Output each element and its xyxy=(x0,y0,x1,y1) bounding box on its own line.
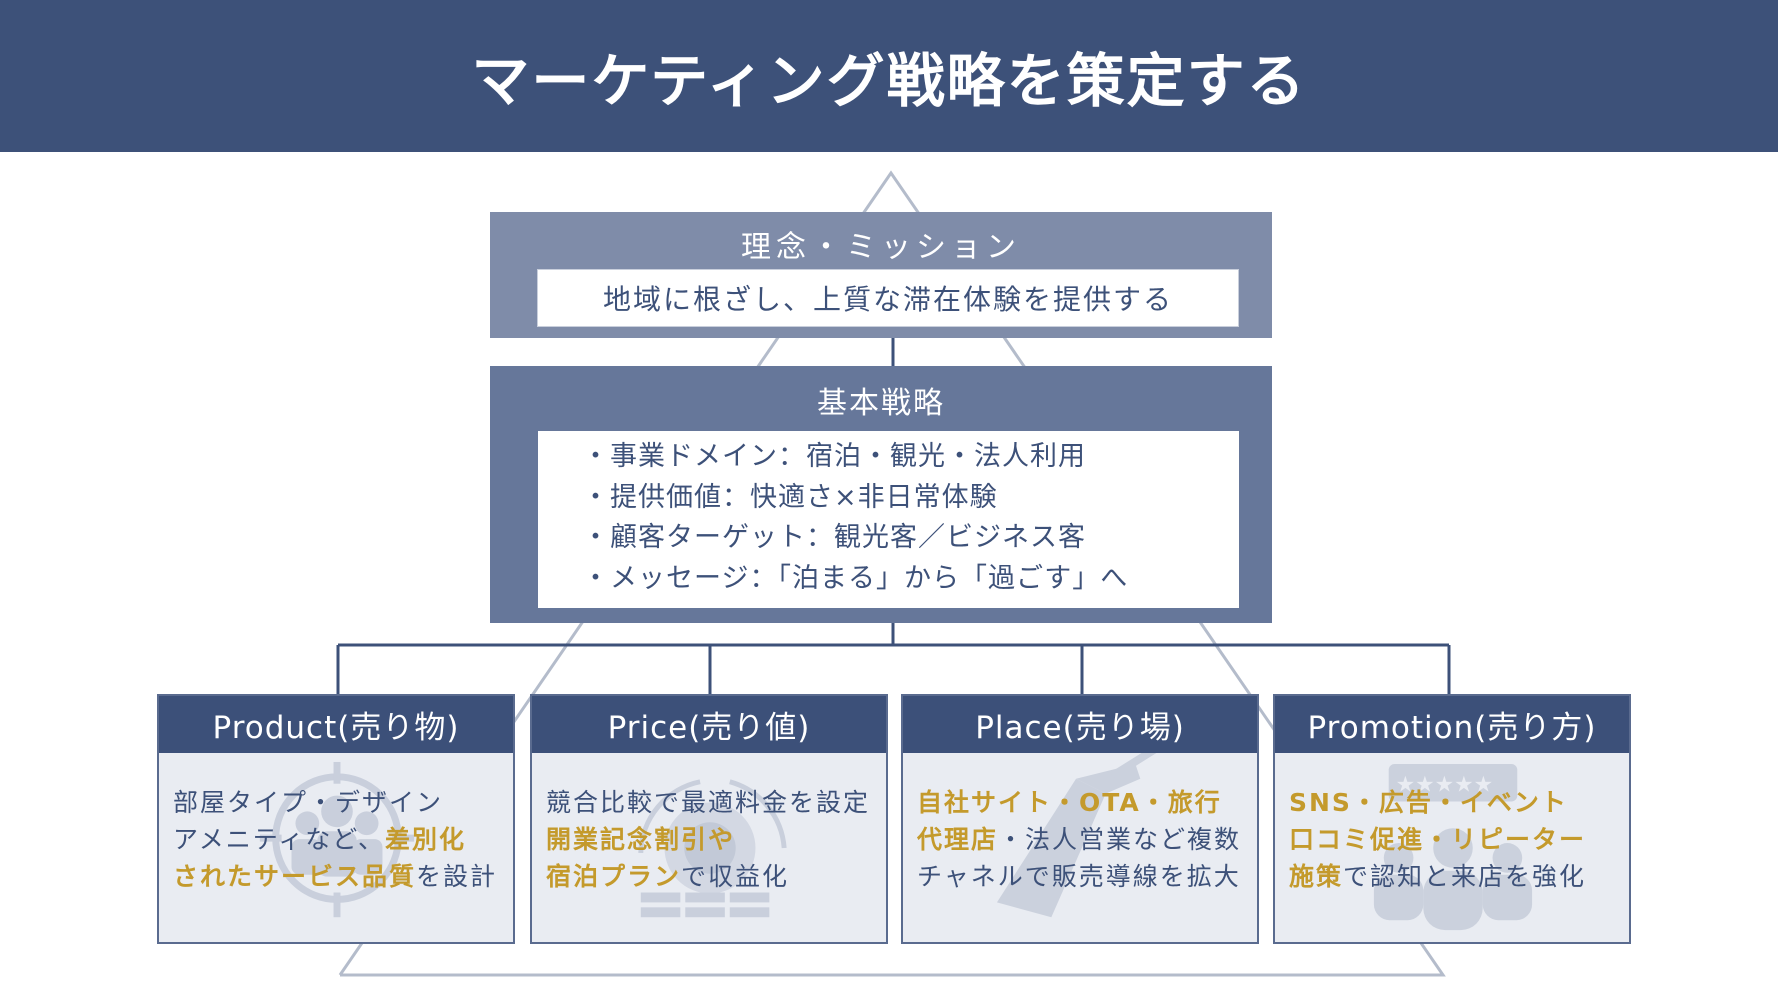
svg-text:★★★★★: ★★★★★ xyxy=(1396,773,1494,798)
strategy-item-target: ・顧客ターゲット：観光客／ビジネス客 xyxy=(582,522,1086,553)
strategy-item-domain: ・事業ドメイン：宿泊・観光・法人利用 xyxy=(582,441,1086,472)
strategy-item-value: ・提供価値：快適さ×非日常体験 xyxy=(582,481,998,513)
card-product: Product(売り物) 部屋タイプ・デザイン アメニティなど、差別化 されたサ… xyxy=(157,694,515,944)
card-price-title: Price(売り値) xyxy=(532,696,886,753)
card-product-title: Product(売り物) xyxy=(159,696,513,753)
strategy-title: 基本戦略 xyxy=(817,386,945,421)
card-place: Place(売り場) 自社サイト・OTA・旅行 代理店・法人営業など複数 チャネ… xyxy=(901,694,1259,944)
card-place-title: Place(売り場) xyxy=(903,696,1257,753)
page-title: マーケティング戦略を策定する xyxy=(471,47,1307,115)
card-promotion: Promotion(売り方) ★★★★★ SNS・広告・イベント 口コミ促進・リ… xyxy=(1273,694,1631,944)
card-product-text: 部屋タイプ・デザイン アメニティなど、差別化 されたサービス品質を設計 xyxy=(173,788,498,891)
review-stars-people-icon: ★★★★★ xyxy=(1373,763,1533,931)
card-price-text: 競合比較で最適料金を設定 開業記念割引や 宿泊プランで収益化 xyxy=(546,788,871,891)
card-place-text: 自社サイト・OTA・旅行 代理店・法人営業など複数 チャネルで販売導線を拡大 xyxy=(917,788,1242,891)
card-promotion-title: Promotion(売り方) xyxy=(1275,696,1629,753)
strategy-box: 基本戦略 ・事業ドメイン：宿泊・観光・法人利用 ・提供価値：快適さ×非日常体験 … xyxy=(490,366,1272,623)
strategy-list: ・事業ドメイン：宿泊・観光・法人利用 ・提供価値：快適さ×非日常体験 ・顧客ター… xyxy=(538,431,1239,608)
mission-box: 理念・ミッション 地域に根ざし、上質な滞在体験を提供する xyxy=(490,212,1272,338)
price-gear-icon xyxy=(638,779,787,918)
title-banner: マーケティング戦略を策定する xyxy=(0,0,1778,152)
megaphone-icon xyxy=(996,753,1157,918)
card-promotion-text: SNS・広告・イベント 口コミ促進・リピーター 施策で認知と来店を強化 xyxy=(1289,788,1587,891)
mission-statement: 地域に根ざし、上質な滞在体験を提供する xyxy=(537,269,1239,327)
target-people-icon xyxy=(259,761,415,918)
card-price: Price(売り値) 競合比較で最適料金を設定 開業記念割引や 宿泊プランで収益… xyxy=(530,694,888,944)
mission-title: 理念・ミッション xyxy=(741,230,1021,265)
strategy-item-message: ・メッセージ：「泊まる」から「過ごす」へ xyxy=(582,562,1129,594)
